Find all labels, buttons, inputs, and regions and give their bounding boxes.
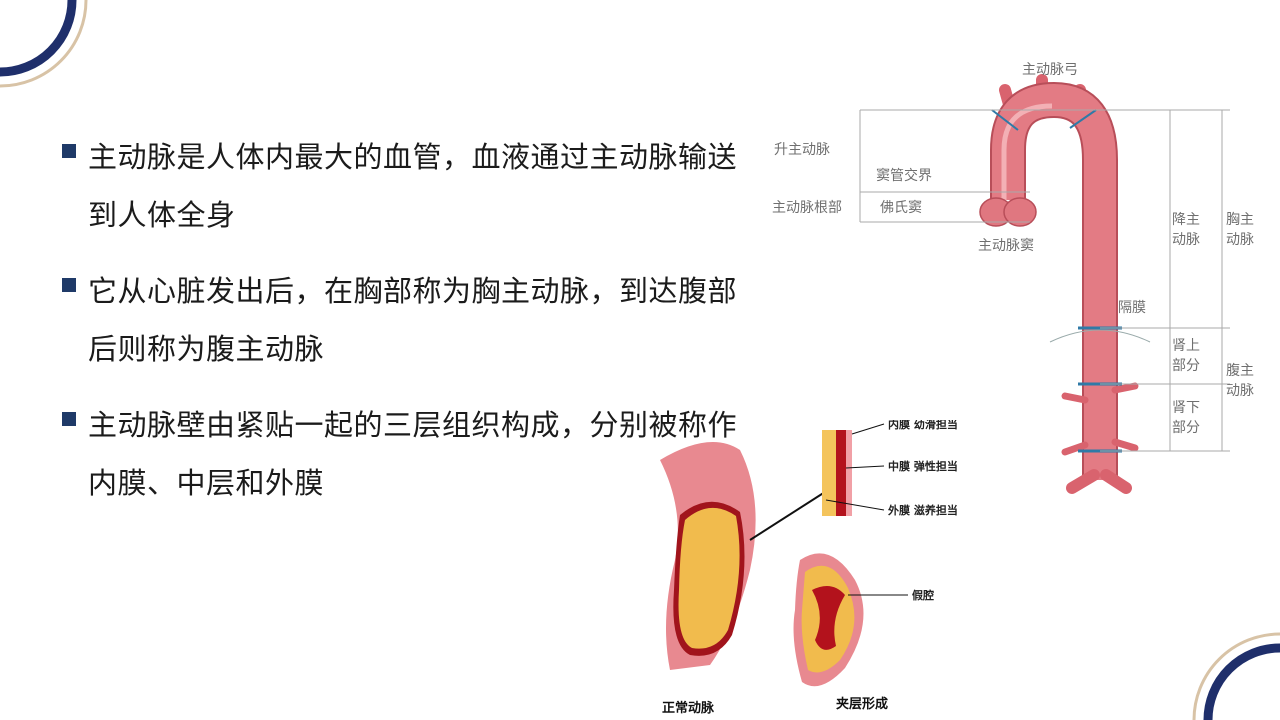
bullet-item: 它从心脏发出后，在胸部称为胸主动脉，到达腹部后则称为腹主动脉	[62, 262, 762, 378]
label-adventitia: 外膜 滋养担当	[887, 503, 958, 517]
label-false-lumen: 假腔	[912, 588, 934, 602]
label-suprarenal-1: 肾上	[1172, 338, 1200, 354]
aorta-anatomy-diagram: 主动脉弓 升主动脉 窦管交界 rPA 主动脉根部 佛氏窦 主动脉窦 降主 动脉 …	[772, 62, 1254, 494]
bullet-square-icon	[62, 144, 76, 158]
label-descending-aorta-1: 降主	[1172, 212, 1200, 228]
label-diaphragm: 隔膜	[1118, 300, 1146, 316]
label-abdominal-aorta-2: 动脉	[1226, 383, 1254, 399]
label-descending-aorta-2: 动脉	[1172, 232, 1200, 248]
label-dissection: 夹层形成	[836, 696, 888, 712]
label-intima: 内膜 幼滑担当	[888, 420, 958, 431]
bullet-square-icon	[62, 412, 76, 426]
dissection-illustration	[793, 553, 908, 687]
label-infrarenal-1: 肾下	[1172, 400, 1200, 416]
bullet-square-icon	[62, 278, 76, 292]
label-valsalva-sinus: 佛氏窦	[880, 200, 922, 216]
normal-artery-illustration	[660, 442, 826, 670]
label-abdominal-aorta-1: 腹主	[1226, 362, 1254, 379]
aorta-vessel-illustration	[979, 74, 1151, 494]
bullet-text: 它从心脏发出后，在胸部称为胸主动脉，到达腹部后则称为腹主动脉	[88, 274, 738, 366]
label-aortic-root: 主动脉根部	[772, 200, 842, 216]
label-suprarenal-2: 部分	[1172, 358, 1200, 374]
bullet-item: 主动脉壁由紧贴一起的三层组织构成，分别被称作内膜、中层和外膜	[62, 396, 762, 512]
label-thoracic-aorta-1: 胸主	[1226, 212, 1254, 228]
label-thoracic-aorta-2: 动脉	[1226, 232, 1254, 248]
label-media: 中膜 弹性担当	[888, 459, 958, 473]
wall-layers-illustration	[822, 423, 885, 516]
label-normal-artery: 正常动脉	[662, 700, 715, 716]
label-aortic-arch: 主动脉弓	[1022, 62, 1078, 78]
bullet-item: 主动脉是人体内最大的血管，血液通过主动脉输送到人体全身	[62, 128, 762, 244]
label-sinotubular-junction: 窦管交界	[876, 167, 932, 184]
label-infrarenal-2: 部分	[1172, 420, 1200, 436]
measurement-lines	[859, 109, 1230, 452]
corner-decoration-bottom-right	[1192, 632, 1280, 720]
label-ascending-aorta: 升主动脉	[774, 142, 830, 158]
bullet-text: 主动脉壁由紧贴一起的三层组织构成，分别被称作内膜、中层和外膜	[88, 408, 738, 500]
artery-wall-diagram: 内膜 幼滑担当 中膜 弹性担当 外膜 滋养担当 假腔 正常动脉 夹层形成	[660, 420, 958, 716]
label-rpa: rPA	[1035, 144, 1060, 162]
bullet-text: 主动脉是人体内最大的血管，血液通过主动脉输送到人体全身	[88, 140, 738, 232]
corner-decoration-top-left	[0, 0, 88, 88]
label-aortic-sinus: 主动脉窦	[978, 238, 1034, 254]
bullet-list: 主动脉是人体内最大的血管，血液通过主动脉输送到人体全身 它从心脏发出后，在胸部称…	[62, 128, 762, 530]
